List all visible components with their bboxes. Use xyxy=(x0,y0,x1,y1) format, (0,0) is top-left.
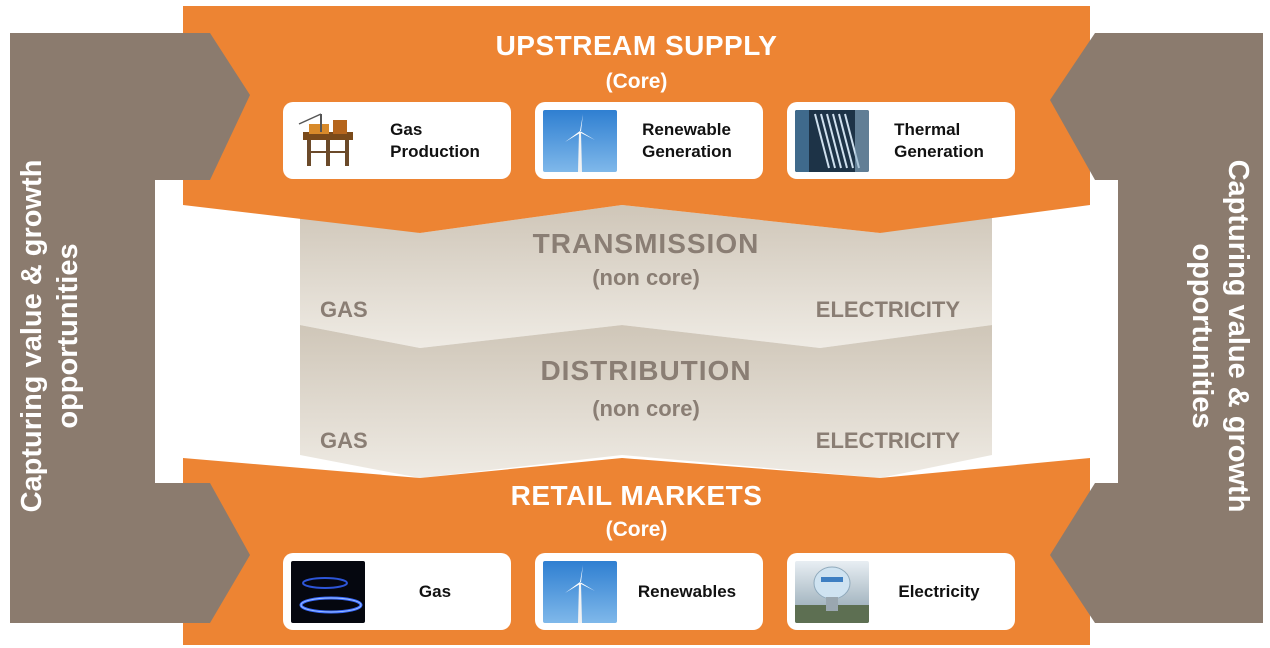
card-label: Renewables xyxy=(637,581,737,601)
transmission-subtitle: (non core) xyxy=(592,265,700,290)
distribution-title: DISTRIBUTION xyxy=(540,355,752,386)
left-side-label: Capturing value & growth opportunities xyxy=(16,159,85,513)
card-gas-production: Gas Production xyxy=(283,102,511,179)
retail-title: RETAIL MARKETS xyxy=(510,480,763,511)
distribution-electricity-label: ELECTRICITY xyxy=(815,428,960,453)
arrow-top-right xyxy=(1050,33,1118,180)
card-renewable-generation: Renewable Generation xyxy=(535,102,763,179)
distribution-gas-label: GAS xyxy=(320,428,368,453)
card-renewables: Renewables xyxy=(535,553,763,630)
card-label: Renewable Generation xyxy=(642,120,732,161)
distribution-band xyxy=(300,325,992,478)
upstream-title: UPSTREAM SUPPLY xyxy=(495,30,778,61)
wind-turbine-icon xyxy=(543,110,617,172)
distribution-subtitle: (non core) xyxy=(592,396,700,421)
transmission-gas-label: GAS xyxy=(320,297,368,322)
card-label: Gas xyxy=(418,581,452,601)
right-frame-bar xyxy=(1118,33,1263,623)
left-frame-bar xyxy=(10,33,155,623)
card-thermal-generation: Thermal Generation xyxy=(787,102,1015,179)
card-label: Gas Production xyxy=(390,120,480,161)
card-label: Electricity xyxy=(898,581,980,601)
light-bulb-icon xyxy=(795,561,869,623)
arrow-bottom-left xyxy=(155,483,250,623)
card-label: Thermal Generation xyxy=(894,120,984,161)
wind-turbine-icon xyxy=(543,561,617,623)
right-side-label: Capturing value & growth opportunities xyxy=(1185,159,1254,513)
arrow-bottom-right xyxy=(1050,483,1118,623)
card-gas: Gas xyxy=(283,553,511,630)
arrow-top-left xyxy=(155,33,250,180)
transmission-band xyxy=(300,205,992,348)
transmission-title: TRANSMISSION xyxy=(532,228,760,259)
retail-subtitle: (Core) xyxy=(605,518,668,541)
offshore-platform-icon xyxy=(291,110,365,172)
transmission-electricity-label: ELECTRICITY xyxy=(815,297,960,322)
upstream-subtitle: (Core) xyxy=(605,70,668,93)
turbine-blades-icon xyxy=(795,110,869,172)
gas-flame-icon xyxy=(291,561,365,623)
card-electricity: Electricity xyxy=(787,553,1015,630)
